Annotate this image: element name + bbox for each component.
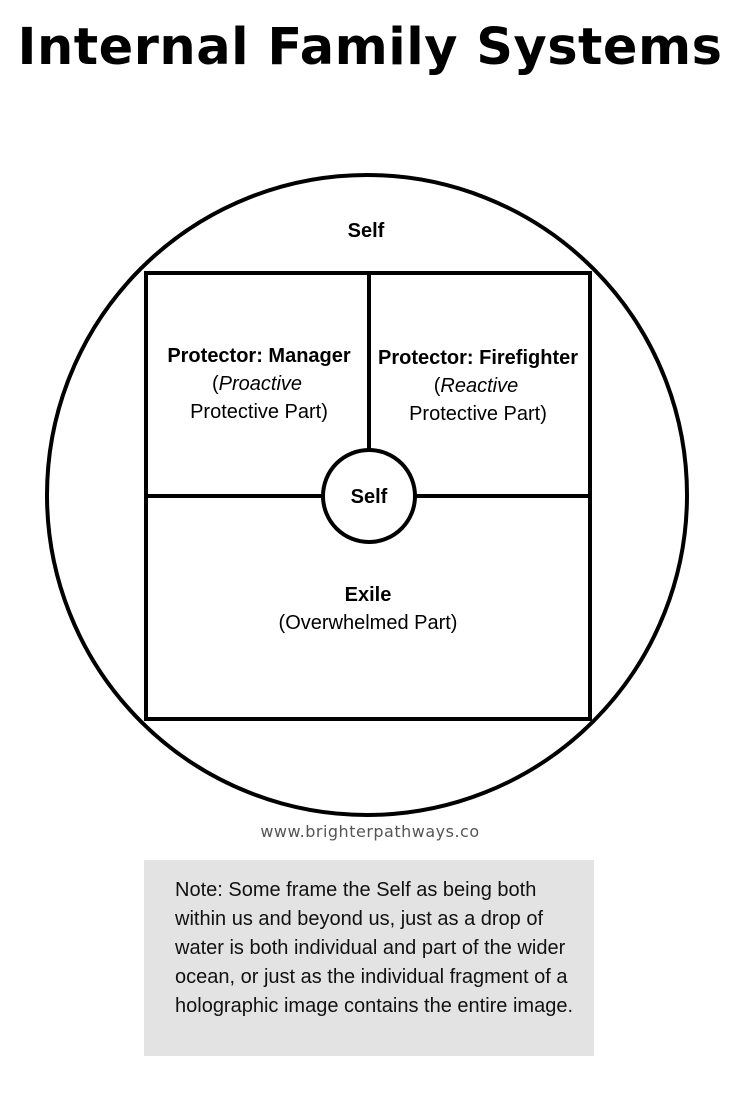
exile-subtitle: (Overwhelmed Part) — [279, 612, 458, 634]
firefighter-part-line: Protective Part) — [409, 403, 547, 425]
outer-self-circle — [45, 173, 689, 817]
manager-heading: Protector: Manager — [167, 345, 351, 367]
manager-part-line: Protective Part) — [190, 401, 328, 423]
firefighter-type-line: (Reactive — [434, 375, 518, 397]
exile-heading: Exile — [345, 584, 392, 606]
website-url: www.brighterpathways.co — [260, 822, 480, 841]
outer-self-label: Self — [348, 220, 385, 242]
note-box: Note: Some frame the Self as being both … — [144, 860, 594, 1056]
firefighter-heading: Protector: Firefighter — [378, 347, 578, 369]
manager-type-line: (Proactive — [212, 373, 302, 395]
center-self-label: Self — [351, 486, 388, 508]
page-title: Internal Family Systems — [17, 18, 723, 77]
center-self-circle — [321, 448, 417, 544]
note-text: Note: Some frame the Self as being both … — [175, 879, 574, 1017]
